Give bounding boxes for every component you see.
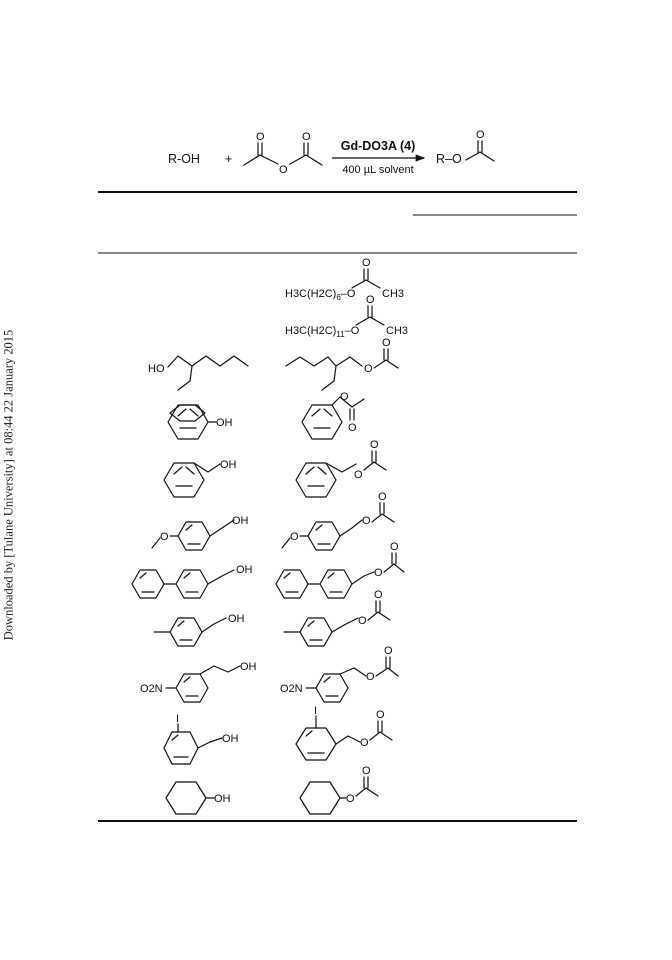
nitro-label-substrate: O2N xyxy=(140,683,163,695)
iodo-label-substrate: I xyxy=(176,713,179,725)
methoxy-ester-o-left: O xyxy=(290,531,299,543)
cyclohexanol-oh: OH xyxy=(214,793,231,805)
phenyl-ester-o: O xyxy=(340,391,349,403)
table-row: I OH I O O xyxy=(163,705,393,765)
nitrobenzyl-oh: OH xyxy=(240,661,257,673)
dodecyl-ch3: CH3 xyxy=(386,325,408,337)
solvent-label: 400 µL solvent xyxy=(342,164,413,176)
iodobenzyl-oh: OH xyxy=(222,733,239,745)
product-octyl-text: H3C(H2C)6–O xyxy=(285,288,356,302)
methylbenzyl-oh: OH xyxy=(228,613,245,625)
table-row: H3C(H2C)6–O O CH3 xyxy=(285,257,404,302)
table-row: OH O O xyxy=(163,439,387,498)
product-ester-structure: R–O O xyxy=(436,129,495,166)
methylbenzyl-ester-o: O xyxy=(358,615,367,627)
anhydride-o-bridge: O xyxy=(279,164,288,176)
iodo-label-product: I xyxy=(314,705,317,717)
dodecyl-carbonyl-o: O xyxy=(366,294,375,306)
ethylhexanol-ho: HO xyxy=(148,363,165,375)
iodobenzyl-carbonyl-o: O xyxy=(376,709,385,721)
biphenylmethyl-ester-o: O xyxy=(374,567,383,579)
biphenylmethanol-oh: OH xyxy=(236,564,253,576)
table-row: H3C(H2C)11–O O CH3 xyxy=(285,294,408,339)
benzyl-oh: OH xyxy=(220,459,237,471)
methoxybenzyl-oh: OH xyxy=(232,515,249,527)
methoxy-o: O xyxy=(160,531,169,543)
reaction-scheme: R-OH + O O O Gd-DO3A (4) 400 µL solvent … xyxy=(168,129,495,176)
biphenylmethyl-carbonyl-o: O xyxy=(390,541,399,553)
product-ro: R–O xyxy=(436,152,462,166)
table-row: OH O O xyxy=(167,391,365,440)
anhydride-o-left: O xyxy=(256,131,265,143)
benzyl-carbonyl-o: O xyxy=(370,439,379,451)
nitrobenzyl-ester-o: O xyxy=(366,671,375,683)
anhydride-o-right: O xyxy=(302,131,311,143)
nitro-label-product: O2N xyxy=(280,683,303,695)
octyl-carbonyl-o: O xyxy=(362,257,371,269)
product-dodecyl-text: H3C(H2C)11–O xyxy=(285,325,360,339)
octyl-ch3: CH3 xyxy=(382,288,404,300)
methoxybenzyl-ester-o: O xyxy=(362,515,371,527)
ethylhexyl-carbonyl-o: O xyxy=(382,337,391,349)
cyclohexyl-ester-o: O xyxy=(346,793,355,805)
table-row: OH O O xyxy=(131,541,405,599)
catalyst-label: Gd-DO3A (4) xyxy=(341,139,416,153)
acetic-anhydride-structure: O O O xyxy=(243,131,323,176)
table-row: O2N OH O2N O O xyxy=(140,645,399,703)
cyclohexyl-carbonyl-o: O xyxy=(362,765,371,777)
product-carbonyl-o: O xyxy=(476,129,485,141)
ethylhexyl-o: O xyxy=(364,363,373,375)
table-row: HO O O xyxy=(148,337,399,391)
table-row: OH O O xyxy=(165,765,379,815)
phenol-oh: OH xyxy=(216,417,233,429)
benzyl-ester-o: O xyxy=(354,469,363,481)
methylbenzyl-carbonyl-o: O xyxy=(374,589,383,601)
table-row: O OH O O O xyxy=(151,491,395,551)
nitrobenzyl-carbonyl-o: O xyxy=(384,645,393,657)
methoxybenzyl-carbonyl-o: O xyxy=(378,491,387,503)
iodobenzyl-ester-o: O xyxy=(360,737,369,749)
phenyl-carbonyl-o: O xyxy=(348,422,357,434)
table-row: OH O O xyxy=(153,589,391,647)
plus-sign: + xyxy=(225,152,232,166)
reactant-roh: R-OH xyxy=(168,152,200,166)
